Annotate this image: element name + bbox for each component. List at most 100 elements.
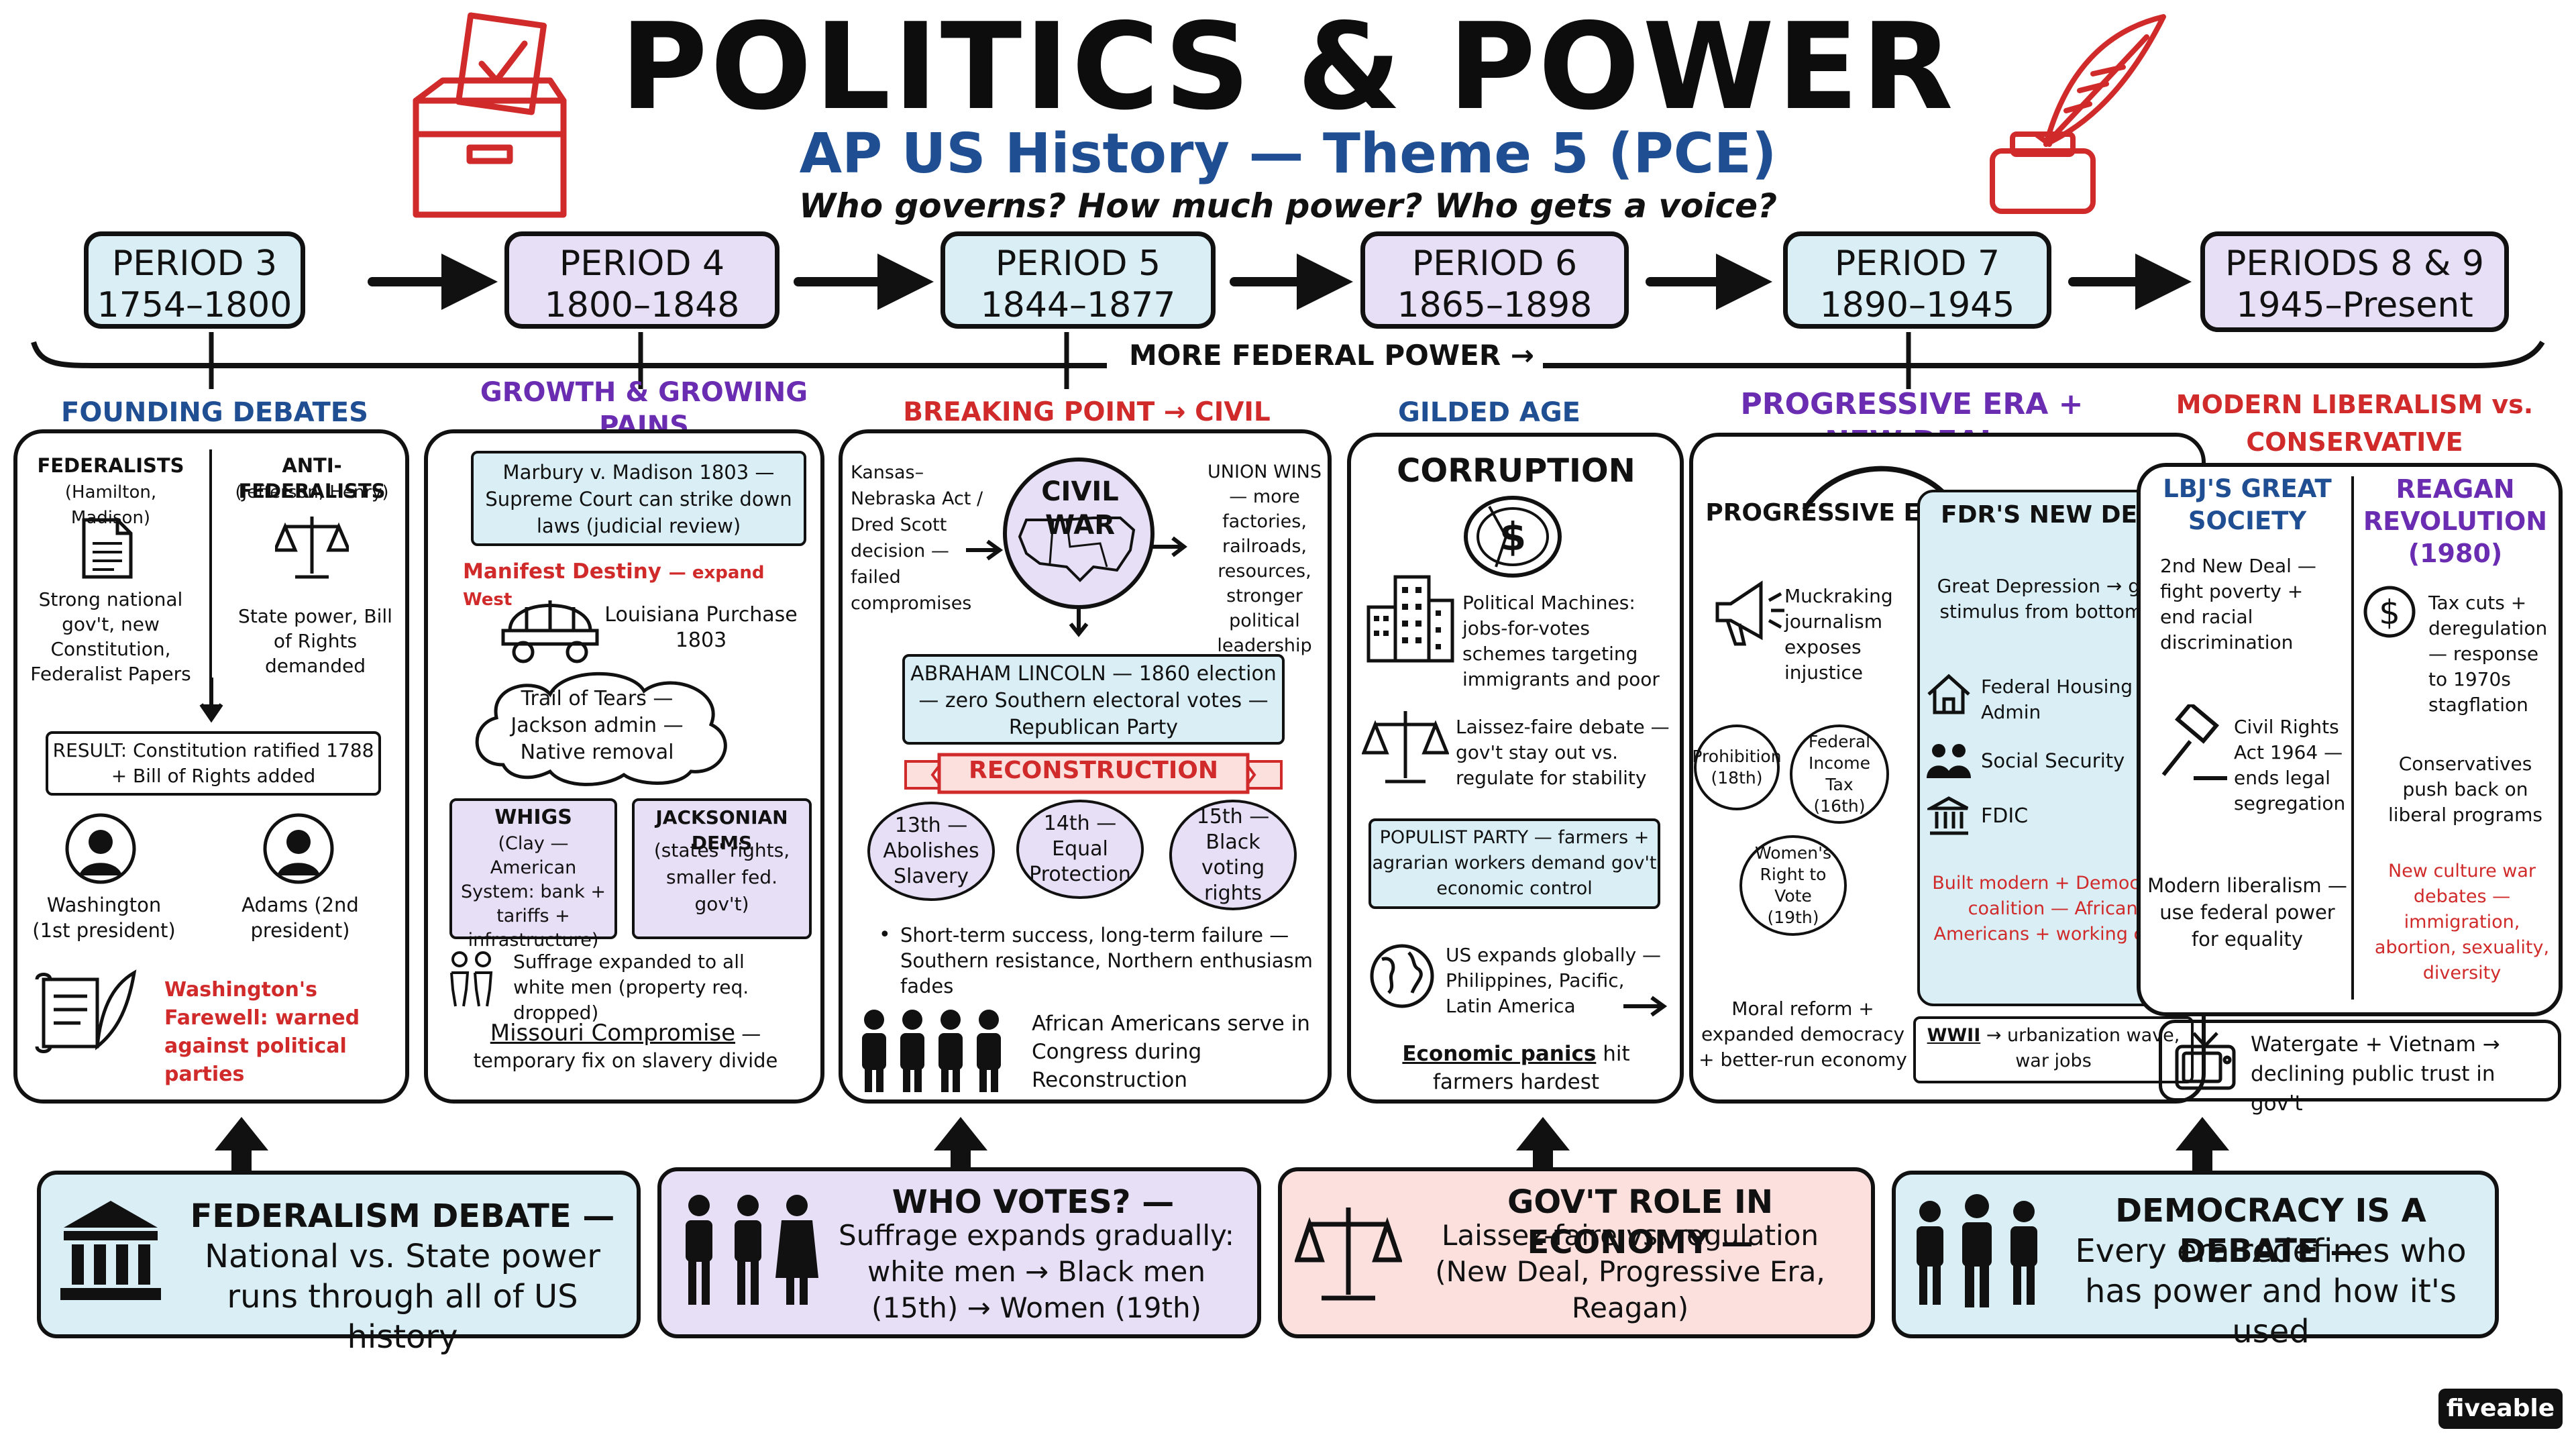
amendment-14: 14th — Equal Protection (1016, 800, 1144, 899)
arrow-down-icon (199, 678, 223, 723)
tv-icon (2175, 1032, 2236, 1090)
social-security: Social Security (1981, 749, 2125, 772)
great-society-title: LBJ'S GREAT SOCIETY (2163, 474, 2332, 535)
scales-icon (1362, 711, 1449, 784)
guiding-question: Who governs? How much power? Who gets a … (798, 186, 1778, 225)
missouri-compromise: Missouri Compromise — temporary fix on s… (439, 1020, 812, 1074)
kansas-nebraska: Kansas–Nebraska Act / Dred Scott decisio… (851, 462, 983, 614)
scales-icon (1295, 1208, 1402, 1301)
wwii-label: WWII (1927, 1025, 1981, 1046)
federal-power-brace (31, 340, 2545, 368)
fha: Federal Housing Admin (1981, 676, 2133, 723)
watergate-text: Watergate + Vietnam → declining public t… (2251, 1032, 2500, 1116)
wwii-tail: → urbanization wave, war jobs (1986, 1025, 2180, 1071)
missouri-title: Missouri Compromise (490, 1020, 736, 1046)
washington-label: Washington (1st president) (32, 894, 176, 942)
result-box: RESULT: Constitution ratified 1788 + Bil… (46, 731, 381, 796)
period-7-box: PERIOD 7 1890–1945 (1783, 231, 2051, 329)
gavel-icon (2161, 704, 2227, 780)
period-name: PERIOD 5 (995, 244, 1161, 284)
svg-text:$: $ (1499, 514, 1526, 559)
womens-vote-circle: Women's Right to Vote (19th) (1739, 835, 1847, 936)
bullet-dot: • (879, 923, 891, 947)
federalism-theme-box (37, 1171, 641, 1338)
period-name: PERIODS 8 & 9 (2225, 244, 2484, 284)
manifest-destiny-row: Manifest Destiny — expand West (463, 559, 812, 612)
period-years: 1844–1877 (980, 285, 1176, 325)
economic-panics: Economic panics hit farmers hardest (1362, 1040, 1670, 1096)
federalism-title: FEDERALISM DEBATE — (190, 1197, 615, 1235)
economic-panics-tail: hit farmers hardest (1432, 1042, 1630, 1094)
period-3-box: PERIOD 3 1754–1800 (84, 231, 305, 329)
louisiana-purchase: Louisiana Purchase 1803 (604, 603, 798, 652)
wagon-icon (501, 600, 599, 663)
great-society-text: 2nd New Deal — fight poverty + end racia… (2160, 555, 2316, 653)
missouri-tail: — temporary fix on slavery divide (473, 1022, 778, 1072)
adams-label: Adams (2nd president) (241, 894, 359, 942)
income-tax-circle: Federal Income Tax (16th) (1790, 724, 1889, 824)
svg-text:$: $ (2379, 593, 2400, 632)
period-5-box: PERIOD 5 1844–1877 (941, 231, 1216, 329)
farewell-text: Washington's Farewell: warned against po… (164, 978, 360, 1086)
period-years: 1945–Present (2236, 285, 2473, 325)
modern-liberalism-text: Modern liberalism — use federal power fo… (2147, 874, 2347, 951)
culture-war-text: New culture war debates — immigration, a… (2374, 861, 2550, 983)
arrow-right-icon (966, 539, 1004, 561)
suffrage-text: Suffrage expanded to all white men (prop… (513, 951, 749, 1024)
federalism-text: National vs. State power runs through al… (205, 1238, 600, 1356)
globe-icon (1370, 944, 1434, 1008)
family-icon (1927, 744, 1971, 778)
house-icon (1927, 674, 1970, 714)
scroll-quill-icon (35, 969, 137, 1053)
manifest-destiny-tail: — expand West (463, 563, 765, 610)
federalists-text: Strong national gov't, new Constitution,… (30, 588, 191, 685)
timeline-connectors (31, 254, 2545, 389)
political-machines: Political Machines: jobs-for-votes schem… (1462, 592, 1660, 690)
jacksonian-box (632, 798, 812, 939)
amendment-13: 13th — Abolishes Slavery (867, 802, 995, 901)
marbury-box: Marbury v. Madison 1803 — Supreme Court … (471, 451, 806, 546)
who-votes-text: Suffrage expands gradually: white men → … (839, 1219, 1234, 1324)
federal-power-label: MORE FEDERAL POWER → (1129, 339, 1534, 372)
federalists-title: FEDERALISTS (37, 454, 184, 477)
period-8-9-panel (2137, 463, 2563, 1016)
whigs-title: WHIGS (494, 806, 572, 829)
democracy-title: DEMOCRACY IS A DEBATE — (2115, 1192, 2426, 1270)
economy-title: GOV'T ROLE IN ECONOMY — (1507, 1183, 1774, 1261)
jacksonian-title: JACKSONIAN DEMS (655, 806, 788, 854)
corruption-label: CORRUPTION (1397, 452, 1635, 490)
dollar-icon: $ (2363, 586, 2416, 638)
anti-federalists-people: (Jefferson, Henry) (235, 482, 389, 502)
bank-icon (1927, 796, 1969, 835)
economic-panics-title: Economic panics (1402, 1042, 1597, 1066)
anti-federalists-text: State power, Bill of Rights demanded (238, 605, 392, 677)
whigs-box (449, 798, 617, 939)
reagan-text: Tax cuts + deregulation — response to 19… (2428, 592, 2548, 716)
jacksonian-text: (states' rights, smaller fed. gov't) (653, 839, 790, 915)
african-americans-congress: African Americans serve in Congress duri… (1032, 1012, 1310, 1092)
period-years: 1890–1945 (1819, 285, 2015, 325)
great-depression: Great Depression → gov't stimulus from b… (1937, 575, 2176, 623)
whigs-text: (Clay — American System: bank + tariffs … (461, 833, 606, 951)
us-expands-globally: US expands globally — Philippines, Pacif… (1446, 944, 1662, 1017)
civil-rights-act: Civil Rights Act 1964 — ends legal segre… (2234, 716, 2346, 814)
wwii-text: WWII → urbanization wave, war jobs (1920, 1023, 2187, 1074)
economy-text: Laissez-faire vs. regulation (New Deal, … (1435, 1219, 1825, 1324)
reconstruction-outcome: Short-term success, long-term failure — … (900, 924, 1313, 998)
period-name: PERIOD 3 (111, 244, 278, 284)
thought-cloud (475, 672, 727, 786)
ballot-box-icon (413, 12, 567, 218)
page-title: POLITICS & POWER (620, 0, 1956, 136)
money-icon: $ (1464, 496, 1562, 578)
buildings-icon (1366, 575, 1454, 663)
conservatives-text: Conservatives push back on liberal progr… (2387, 753, 2542, 826)
wwii-box (1913, 1016, 2194, 1083)
people-icon (450, 951, 493, 1007)
megaphone-icon (1715, 580, 1784, 646)
trail-of-tears: Trail of Tears — Jackson admin — Native … (511, 687, 684, 764)
lincoln-box: ABRAHAM LINCOLN — 1860 election — zero S… (902, 654, 1285, 745)
scales-icon (275, 517, 349, 579)
democracy-text: Every era redefines who has power and ho… (2075, 1232, 2467, 1350)
democracy-theme-box (1892, 1171, 2499, 1338)
period-4-box: PERIOD 4 1800–1848 (504, 231, 780, 329)
